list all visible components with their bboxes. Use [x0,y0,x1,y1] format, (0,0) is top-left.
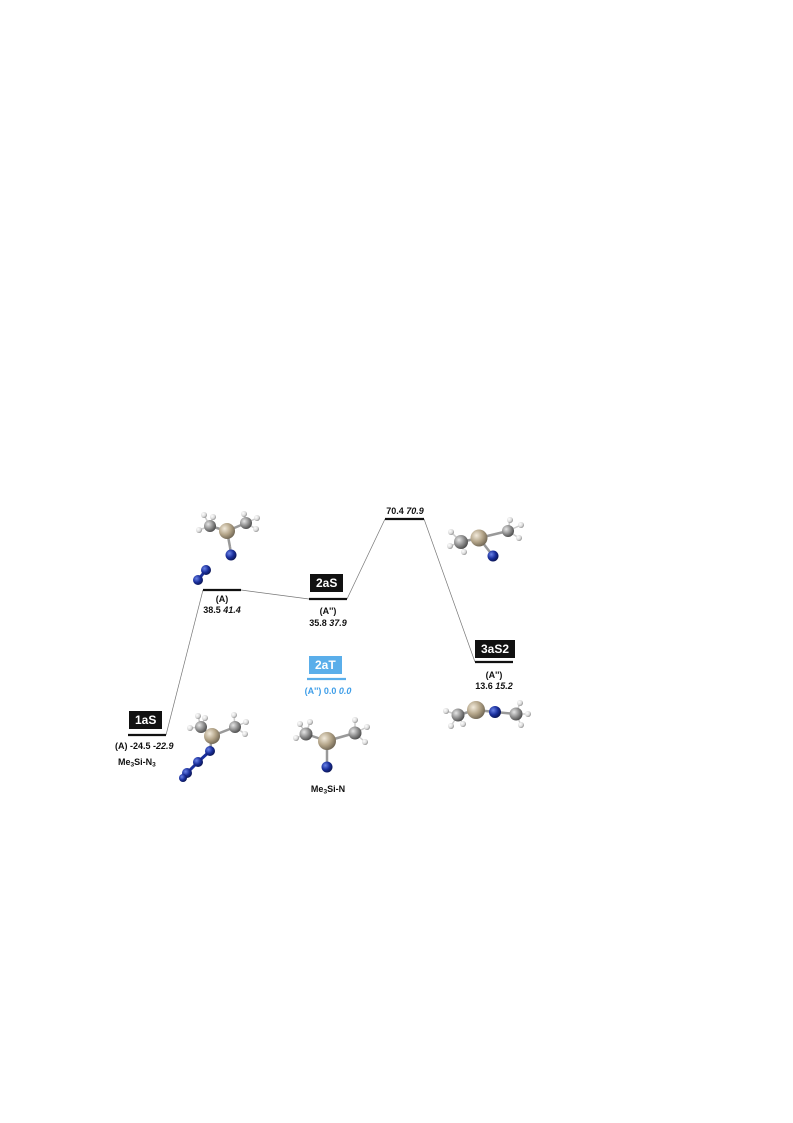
carbon-atom [299,727,313,741]
energy-value-italic: -22.9 [153,741,174,751]
molecule-1aS [179,712,249,782]
energy-label-2aS: 35.8 37.9 [309,618,347,628]
symmetry-label-3aS2: (A'') [485,670,503,680]
molecule-3aS2 [443,700,531,729]
nitrogen-atom [225,549,237,561]
energy-label-1aS: (A) -24.5 -22.9 [115,741,174,751]
state-badge-2aS: 2aS [310,574,344,592]
nitrogen-atom [179,774,187,782]
state-badge-1aS: 1aS [129,711,163,729]
molecule-ts2 [447,517,524,562]
energy-value: 13.6 [475,681,493,691]
carbon-atom [240,517,252,529]
nitrogen-atom [321,761,333,773]
nitrogen-atom [487,550,499,562]
silicon-atom [219,523,235,539]
energy-value-italic: 0.0 [338,686,352,696]
energy-value: 70.4 [386,506,404,516]
silicon-atom [467,701,485,719]
carbon-atom [229,721,241,733]
nitrogen-atom [205,746,215,756]
symmetry-label: (A'') [304,686,322,696]
energy-value: 0.0 [323,686,337,696]
carbon-atom [454,535,468,549]
energy-levels [128,517,513,737]
silicon-atom [470,529,488,547]
energy-label-ts2: 70.4 70.9 [386,506,424,516]
connector-lines [165,518,476,736]
carbon-atom [204,520,216,532]
energy-label-2aT: (A'') 0.0 0.0 [305,686,352,696]
energy-value-italic: 15.2 [495,681,513,691]
carbon-atom [451,708,465,722]
molecule-2a [293,717,370,773]
symmetry-label-ts1: (A) [215,594,229,604]
state-badge-3aS2: 3aS2 [475,640,516,658]
formula-label-1aS: Me3Si-N3 [118,757,156,769]
connector-2aS-ts2 [346,518,386,600]
silicon-atom [318,732,336,750]
energy-label-3aS2: 13.6 15.2 [475,681,513,691]
nitrogen-atom [201,565,211,575]
symmetry-label: (A) [115,741,128,751]
energy-value-italic: 37.9 [329,618,347,628]
state-badge-2aT: 2aT [309,656,342,674]
molecule-ts1 [193,511,260,585]
connector-ts2-3aS2 [423,518,476,663]
energy-value-italic: 70.9 [406,506,424,516]
symmetry-label-2aS: (A'') [319,606,337,616]
energy-value: 38.5 [203,605,221,615]
energy-value: -24.5 [130,741,151,751]
carbon-atom [509,707,523,721]
connector-ts1-2aS [240,589,310,600]
connector-1aS-ts1 [165,589,204,736]
carbon-atom [195,721,207,733]
nitrogen-atom [193,757,203,767]
formula-label-2a: Me3Si-N [310,784,346,796]
carbon-atom [502,525,514,537]
silicon-atom [204,728,220,744]
energy-value: 35.8 [309,618,327,628]
energy-label-ts1: 38.5 41.4 [203,605,241,615]
nitrogen-atom [489,706,501,718]
carbon-atom [348,726,362,740]
energy-value-italic: 41.4 [223,605,241,615]
nitrogen-atom [193,575,203,585]
